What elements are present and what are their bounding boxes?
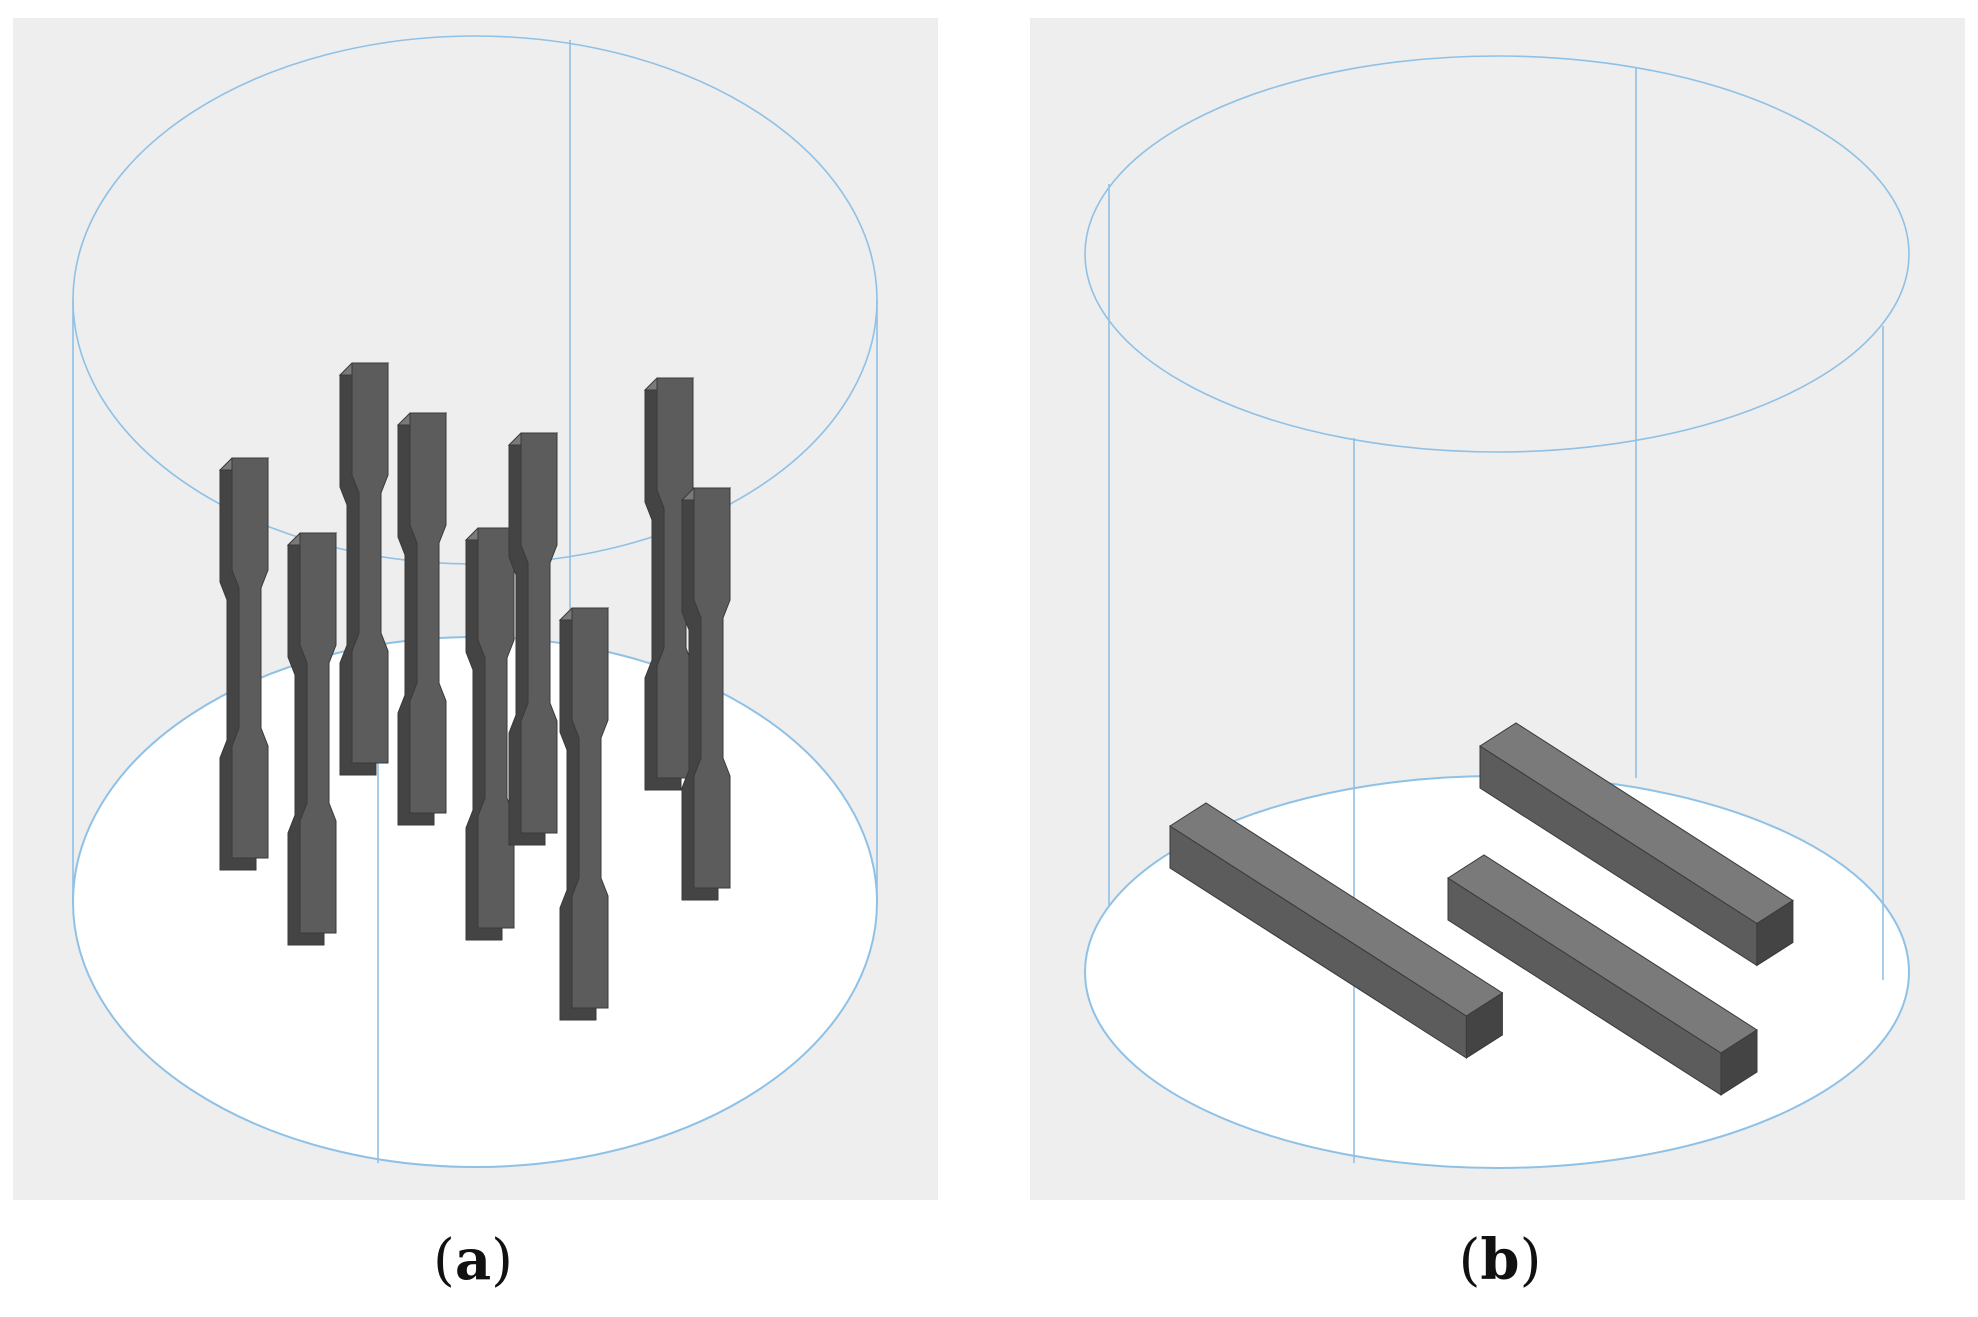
vertical-specimen [643,377,695,791]
vertical-specimen [680,487,732,901]
vertical-specimen [338,362,390,776]
cylinder-top-ellipse [1084,55,1910,453]
vertical-specimen [464,527,516,941]
specimen-front-face [351,362,389,764]
specimen-front-face [571,607,609,1009]
specimens-b [1169,722,1794,1096]
caption-a: (a) [432,1227,513,1293]
panel-a-build-volume [13,18,938,1200]
caption-b: (b) [1458,1227,1542,1293]
panel-a-drawing [72,35,878,1168]
vertical-specimen [218,457,270,871]
specimen-end-face [1756,899,1794,967]
specimen-front-face [693,487,731,889]
horizontal-specimen [1479,722,1794,967]
vertical-specimen [396,412,448,826]
panel-b-build-volume [1030,18,1965,1200]
horizontal-specimen [1169,802,1504,1059]
vertical-specimen [507,432,559,846]
cylinder-outline [1084,55,1910,1163]
vertical-specimen [558,607,610,1021]
vertical-specimen [286,532,338,946]
specimen-front-face [520,432,558,834]
specimen-front-face [231,457,269,859]
specimen-end-face [1465,992,1503,1059]
specimen-front-face [299,532,337,934]
panel-b-drawing [1084,55,1910,1169]
cylinder-top-ellipse [72,35,878,565]
specimen-end-face [1720,1029,1758,1096]
specimen-front-face [409,412,447,814]
specimens-a [218,362,732,1021]
specimen-front-face [477,527,515,929]
horizontal-specimen [1447,854,1758,1096]
